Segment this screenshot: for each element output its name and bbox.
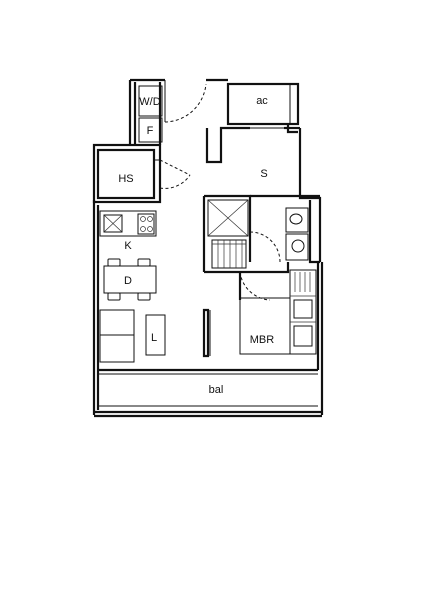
- label-living: L: [151, 332, 157, 344]
- fridge: [138, 117, 163, 143]
- label-dining: D: [124, 275, 132, 287]
- master-bedroom: [202, 262, 324, 415]
- utility-area: [128, 78, 165, 145]
- study-room: [205, 124, 322, 240]
- bathroom: [202, 194, 322, 272]
- label-kitchen: K: [124, 240, 132, 252]
- sink: [103, 214, 123, 233]
- label-aircon-ledge: ac: [256, 95, 268, 107]
- kitchen: [99, 210, 157, 237]
- dining-table: [103, 265, 157, 294]
- toilet: [285, 207, 309, 233]
- basin: [285, 233, 309, 261]
- household-shelter: [92, 143, 191, 204]
- coffee-table: [145, 314, 166, 356]
- label-balcony: bal: [209, 384, 224, 396]
- label-fridge: F: [147, 125, 154, 137]
- shower-screen: [211, 239, 247, 269]
- wardrobe: [289, 269, 317, 355]
- balcony: [94, 368, 322, 418]
- shower: [207, 199, 249, 237]
- label-master-bedroom: MBR: [250, 334, 275, 346]
- aircon-ledge: [226, 82, 300, 126]
- entrance-door: [164, 78, 228, 123]
- label-household-shelter: HS: [118, 173, 133, 185]
- label-washer-dryer: W/D: [139, 96, 160, 108]
- dining-set: [103, 258, 157, 301]
- label-study: S: [260, 168, 267, 180]
- sofa: [99, 309, 135, 363]
- cooktop: [137, 213, 155, 235]
- washer-dryer: [138, 85, 163, 117]
- living-room: [99, 309, 166, 363]
